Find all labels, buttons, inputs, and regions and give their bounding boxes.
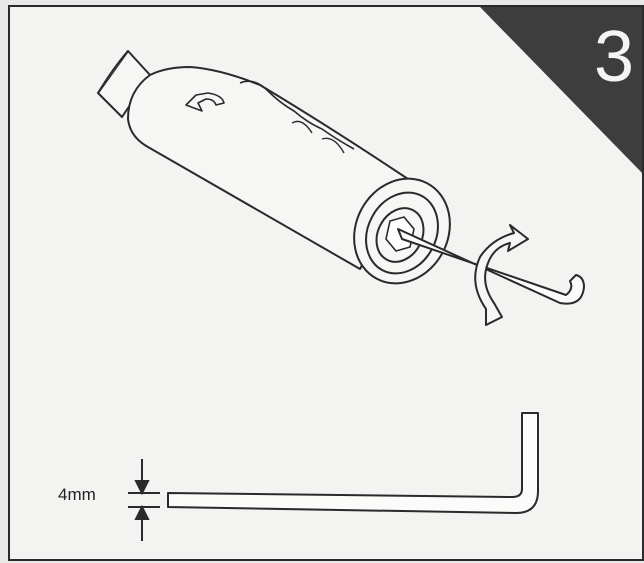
instruction-panel: 3 4mm [8, 5, 644, 561]
dimension-label: 4mm [58, 485, 96, 504]
allen-key [167, 412, 539, 514]
grip-body [127, 66, 409, 270]
allen-key-inserted [397, 228, 585, 305]
step-number: 3 [593, 17, 635, 97]
handle-tube [97, 50, 151, 118]
rotation-arrow [474, 224, 529, 326]
dimension-marker [128, 459, 160, 541]
assembly-illustration [97, 7, 642, 541]
step-badge [480, 7, 642, 173]
